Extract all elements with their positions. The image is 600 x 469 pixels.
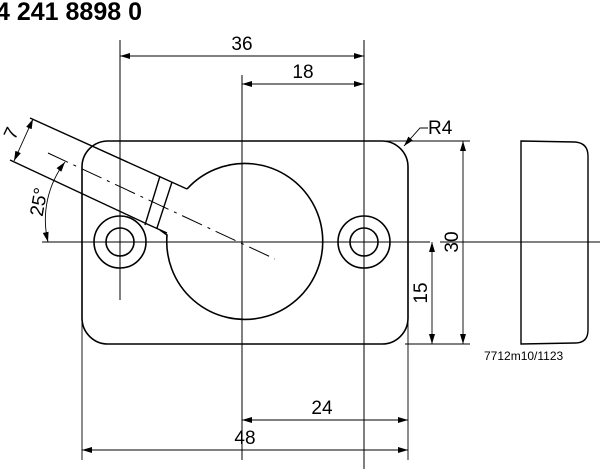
- dim-7: 7: [0, 124, 24, 142]
- dim-48: 48: [234, 428, 255, 449]
- slot-axis: [47, 152, 276, 260]
- dim-radius: R4: [428, 118, 453, 139]
- dim-angle: 25°: [27, 186, 53, 218]
- side-view: [520, 140, 589, 345]
- dim-30: 30: [442, 231, 463, 252]
- dim-18: 18: [292, 62, 313, 83]
- drawing-code: 7712m10/1123: [484, 349, 564, 363]
- dim-15: 15: [411, 282, 432, 303]
- dim-36: 36: [231, 34, 252, 55]
- center-lines: [42, 40, 600, 469]
- central-cutout: [159, 162, 324, 321]
- dim-24: 24: [311, 398, 333, 419]
- part-number-title: 4 241 8898 0: [0, 0, 142, 26]
- slot-edges: [9, 117, 188, 234]
